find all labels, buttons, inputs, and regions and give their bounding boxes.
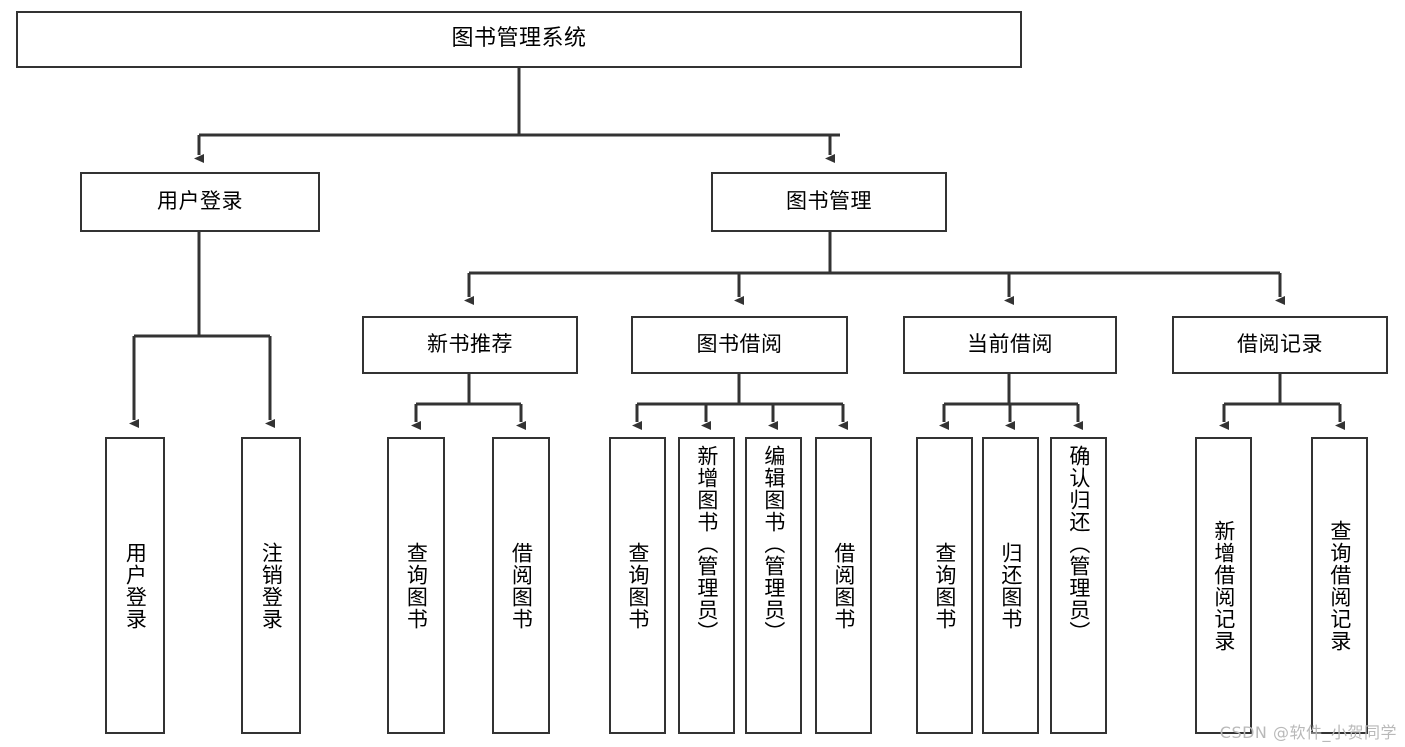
leaf-borrow-query-books[interactable]: 查询图书: [609, 437, 666, 734]
leaf-borrow-add-book-admin[interactable]: 新增图书（管理员）: [678, 437, 735, 734]
leaf-body: 查询图书: [389, 439, 443, 732]
leaf-label: 新增借阅记录: [1211, 519, 1236, 652]
leaf-body: 借阅图书: [494, 439, 548, 732]
leaf-current-confirm-return-admin[interactable]: 确认归还（管理员）: [1050, 437, 1107, 734]
node-label: 当前借阅: [967, 332, 1053, 357]
node-label: 借阅记录: [1237, 332, 1323, 357]
leaf-label: 查询图书: [404, 541, 429, 630]
leaf-body: 查询图书: [611, 439, 664, 732]
node-label: 图书借阅: [696, 332, 783, 357]
leaf-label: 编辑图书（管理员）: [761, 445, 786, 643]
leaf-body: 确认归还（管理员）: [1052, 439, 1105, 738]
leaf-body: 编辑图书（管理员）: [747, 439, 800, 738]
leaf-body: 新增图书（管理员）: [680, 439, 733, 738]
node-label: 用户登录: [157, 189, 243, 214]
leaf-new-book-query-books[interactable]: 查询图书: [387, 437, 445, 734]
leaf-body: 借阅图书: [817, 439, 870, 732]
leaf-current-return-books[interactable]: 归还图书: [982, 437, 1039, 734]
leaf-body: 注销登录: [243, 439, 299, 732]
leaf-label: 借阅图书: [831, 541, 856, 630]
leaf-user-login-signin[interactable]: 用户登录: [105, 437, 165, 734]
node-label: 图书管理系统: [451, 26, 587, 52]
leaf-label: 归还图书: [998, 541, 1023, 630]
leaf-new-book-borrow-books[interactable]: 借阅图书: [492, 437, 550, 734]
leaf-body: 新增借阅记录: [1197, 439, 1250, 732]
leaf-body: 用户登录: [107, 439, 163, 732]
leaf-borrow-edit-book-admin[interactable]: 编辑图书（管理员）: [745, 437, 802, 734]
leaf-label: 查询借阅记录: [1327, 519, 1352, 652]
leaf-user-login-signout[interactable]: 注销登录: [241, 437, 301, 734]
leaf-label: 确认归还（管理员）: [1066, 445, 1091, 643]
leaf-label: 查询图书: [625, 541, 650, 630]
leaf-label: 借阅图书: [509, 541, 534, 630]
node-label: 图书管理: [786, 189, 872, 214]
leaf-label: 查询图书: [932, 541, 957, 630]
node-user-login[interactable]: 用户登录: [80, 172, 320, 232]
leaf-label: 新增图书（管理员）: [694, 445, 719, 643]
node-book-borrow[interactable]: 图书借阅: [631, 316, 848, 374]
node-new-book-recommend[interactable]: 新书推荐: [362, 316, 578, 374]
leaf-current-query-books[interactable]: 查询图书: [916, 437, 973, 734]
leaf-record-query-borrow-record[interactable]: 查询借阅记录: [1311, 437, 1368, 734]
node-book-management[interactable]: 图书管理: [711, 172, 947, 232]
leaf-borrow-borrow-books[interactable]: 借阅图书: [815, 437, 872, 734]
leaf-record-add-borrow-record[interactable]: 新增借阅记录: [1195, 437, 1252, 734]
leaf-label: 用户登录: [123, 541, 148, 630]
node-label: 新书推荐: [427, 332, 513, 357]
node-root-book-management-system[interactable]: 图书管理系统: [16, 11, 1022, 68]
leaf-body: 查询图书: [918, 439, 971, 732]
node-borrow-record[interactable]: 借阅记录: [1172, 316, 1388, 374]
leaf-body: 查询借阅记录: [1313, 439, 1366, 732]
leaf-label: 注销登录: [259, 541, 284, 630]
leaf-body: 归还图书: [984, 439, 1037, 732]
node-current-borrow[interactable]: 当前借阅: [903, 316, 1117, 374]
